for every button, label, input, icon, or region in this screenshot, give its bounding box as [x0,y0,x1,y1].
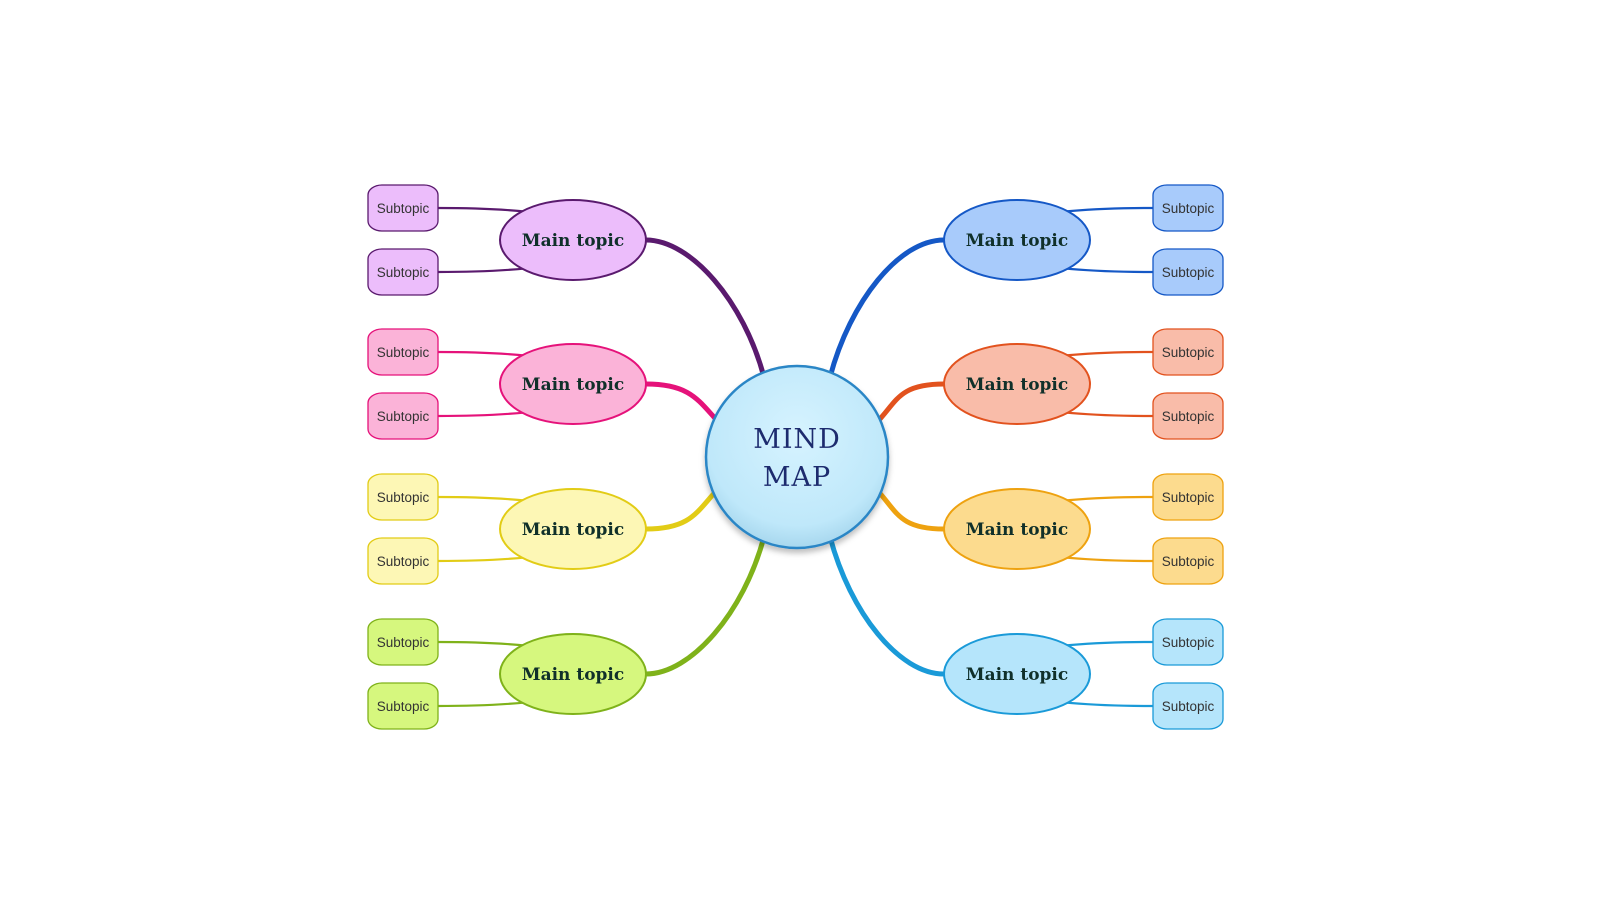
subtopic-node[interactable]: Subtopic [367,248,439,296]
subtopic-node[interactable]: Subtopic [1152,473,1224,521]
main-topic-node[interactable]: Main topic [499,488,647,570]
subtopic-box [1152,248,1224,296]
branch-connector-core [875,488,946,531]
subtopic-box [1152,537,1224,585]
subtopic-label: Subtopic [1162,409,1215,424]
branch-connector [643,237,767,380]
subtopic-box [367,248,439,296]
subtopic-box [367,392,439,440]
subtopic-node[interactable]: Subtopic [367,184,439,232]
main-topic-label: Main topic [522,520,624,540]
subtopic-label: Subtopic [377,201,430,216]
main-topic-label: Main topic [966,375,1068,395]
subtopic-box [1152,682,1224,730]
subtopic-node[interactable]: Subtopic [1152,392,1224,440]
subtopic-node[interactable]: Subtopic [367,473,439,521]
subtopic-box [1152,184,1224,232]
subtopic-label: Subtopic [1162,635,1215,650]
subtopic-label: Subtopic [377,265,430,280]
subtopic-node[interactable]: Subtopic [1152,618,1224,666]
branch-connector-core [644,238,766,379]
subtopic-label: Subtopic [377,490,430,505]
subtopic-box [367,537,439,585]
subtopic-box [1152,328,1224,376]
subtopic-node[interactable]: Subtopic [1152,184,1224,232]
main-topic-label: Main topic [522,665,624,685]
subtopic-box [1152,618,1224,666]
subtopic-node[interactable]: Subtopic [367,682,439,730]
main-topic-node[interactable]: Main topic [943,633,1091,715]
main-topic-ellipse [499,199,647,281]
main-topic-node[interactable]: Main topic [943,488,1091,570]
subtopic-node[interactable]: Subtopic [1152,248,1224,296]
central-topic-label-line2: MAP [763,462,831,493]
main-topic-ellipse [499,488,647,570]
main-topic-node[interactable]: Main topic [943,343,1091,425]
main-topic-label: Main topic [966,231,1068,251]
subtopic-label: Subtopic [377,554,430,569]
subtopic-node[interactable]: Subtopic [1152,328,1224,376]
subtopic-node[interactable]: Subtopic [367,618,439,666]
main-topic-label: Main topic [522,375,624,395]
main-topic-ellipse [943,343,1091,425]
main-topic-node[interactable]: Main topic [499,343,647,425]
main-topic-node[interactable]: Main topic [943,199,1091,281]
subtopic-node[interactable]: Subtopic [367,537,439,585]
main-topic-label: Main topic [966,665,1068,685]
branch-connector [827,534,947,677]
subtopic-label: Subtopic [377,345,430,360]
subtopic-label: Subtopic [377,635,430,650]
subtopic-label: Subtopic [1162,554,1215,569]
subtopic-box [367,328,439,376]
main-topic-label: Main topic [966,520,1068,540]
branch-connector [827,237,947,380]
subtopic-label: Subtopic [1162,490,1215,505]
subtopic-label: Subtopic [1162,699,1215,714]
central-topic[interactable]: MIND MAP [704,364,890,550]
branch-connector-core [828,535,946,676]
subtopic-node[interactable]: Subtopic [367,392,439,440]
main-topic-ellipse [499,633,647,715]
main-topic-node[interactable]: Main topic [499,633,647,715]
main-topic-ellipse [943,199,1091,281]
branch-connector-core [644,382,721,424]
subtopic-label: Subtopic [377,699,430,714]
subtopic-box [1152,392,1224,440]
subtopic-node[interactable]: Subtopic [1152,682,1224,730]
subtopic-node[interactable]: Subtopic [367,328,439,376]
subtopic-label: Subtopic [1162,201,1215,216]
subtopic-box [367,184,439,232]
branch-connector-core [828,238,946,379]
branch-connector-core [644,488,719,531]
subtopic-box [367,618,439,666]
main-topic-ellipse [943,633,1091,715]
subtopic-label: Subtopic [1162,265,1215,280]
subtopic-node[interactable]: Subtopic [1152,537,1224,585]
main-topic-ellipse [499,343,647,425]
central-topic-circle [704,364,890,550]
subtopic-box [367,682,439,730]
central-topic-label-line1: MIND [753,424,841,455]
branch-connector [643,534,767,677]
subtopic-box [1152,473,1224,521]
main-topic-ellipse [943,488,1091,570]
subtopic-label: Subtopic [1162,345,1215,360]
subtopic-label: Subtopic [377,409,430,424]
main-topic-label: Main topic [522,231,624,251]
branch-connector-core [644,535,766,676]
main-topic-node[interactable]: Main topic [499,199,647,281]
subtopic-box [367,473,439,521]
branch-connector-core [875,382,946,424]
